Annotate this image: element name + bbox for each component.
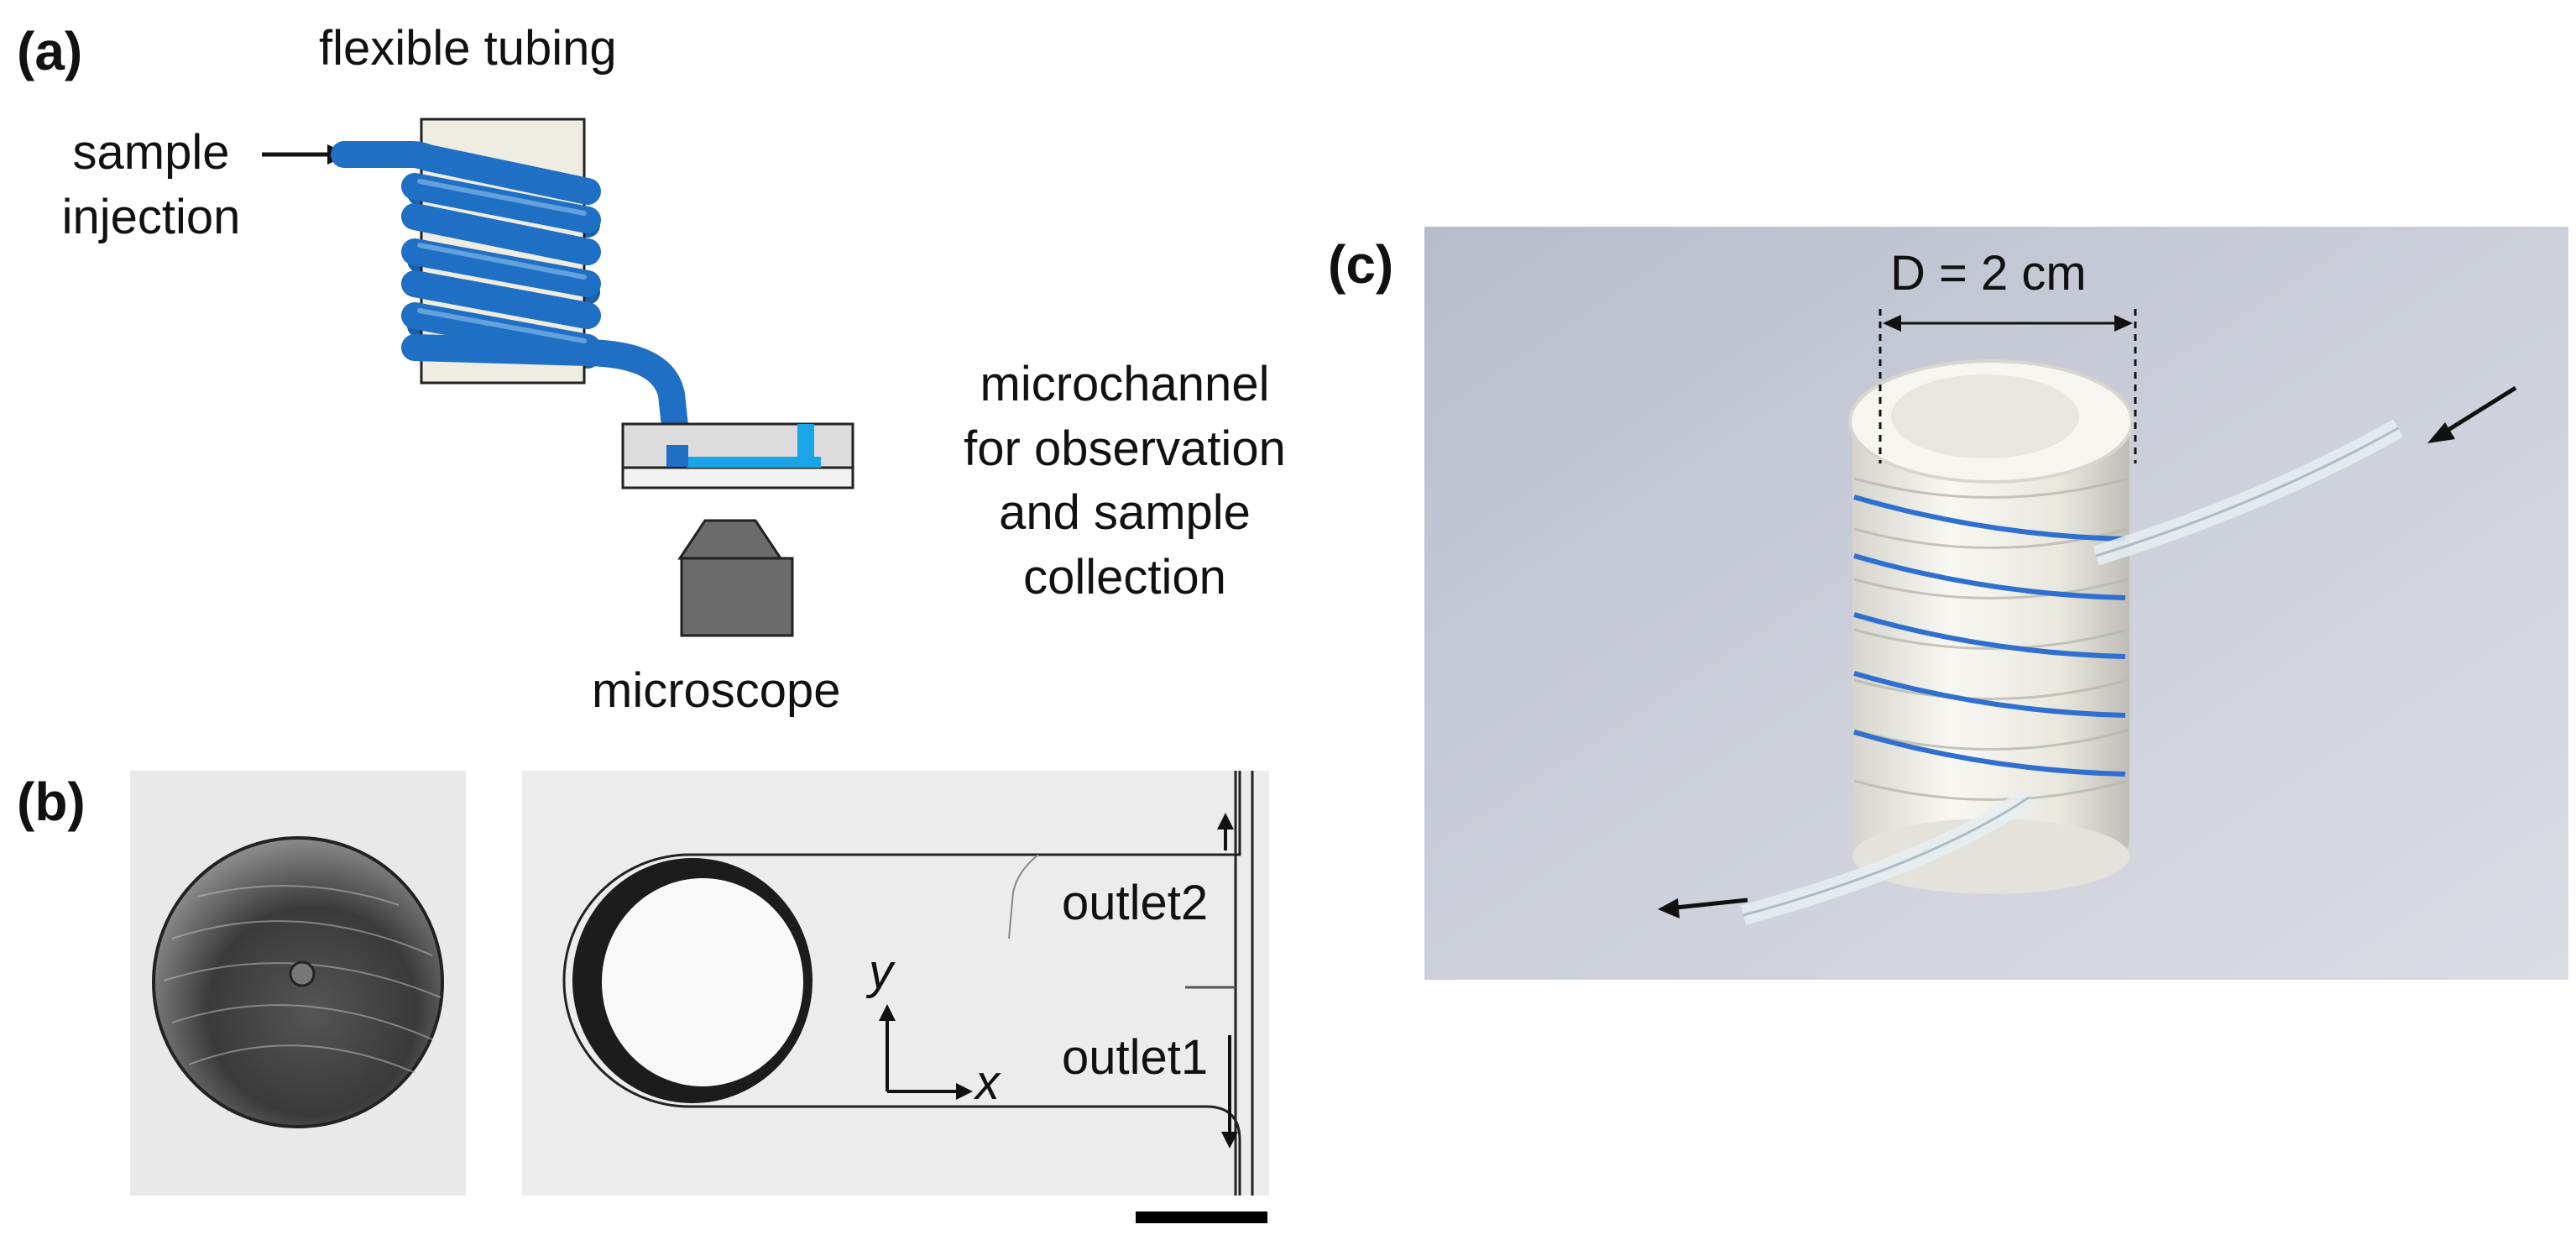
inlet-hole [289, 960, 316, 987]
diameter-dimension [1878, 309, 2137, 463]
microchannel-chip [621, 422, 854, 489]
injection-label-line1: sample [72, 125, 230, 180]
microchannel-label-line1: microchannel [980, 357, 1270, 411]
microscope-objective [677, 519, 794, 637]
outlet1-arrow [1221, 1132, 1238, 1149]
axis-x-label: x [975, 1055, 1000, 1110]
chip-photo-right [522, 771, 1269, 1196]
coil-tubing-windings [1853, 495, 2126, 777]
microchannel-label-line3: and sample [999, 485, 1251, 541]
panel-b-label: (b) [17, 772, 86, 832]
tubing-label: flexible tubing [319, 21, 617, 76]
microchannel-label: microchannel for observation and sample … [890, 353, 1360, 610]
chamber-center [602, 878, 803, 1086]
coil-schematic [262, 118, 854, 637]
outlet2-arrow [1217, 813, 1234, 829]
axis-y-label: y [869, 945, 893, 999]
cylinder-hole [1891, 374, 2079, 458]
axes-indicator [886, 1014, 963, 1093]
inlet-arrow [2427, 422, 2455, 443]
tubing-highlight [417, 179, 587, 343]
channel-outline [562, 771, 1241, 1196]
diameter-label: D = 2 cm [1890, 246, 2087, 301]
tubing-front [331, 141, 692, 471]
microchannel-label-line4: collection [1023, 549, 1226, 604]
injection-label-line2: injection [61, 189, 241, 244]
chip-photo-left [130, 771, 466, 1196]
outlet1-label: outlet1 [1062, 1030, 1209, 1085]
microscope-label: microscope [592, 663, 841, 718]
panel-c-label: (c) [1328, 234, 1394, 295]
injection-label: sample injection [34, 121, 269, 249]
outlet2-label: outlet2 [1062, 876, 1209, 930]
outlet-arrow [1658, 898, 1680, 918]
scale-bar [1136, 1211, 1267, 1223]
coil-photo [1424, 227, 2568, 980]
microchannel-label-line2: for observation [964, 421, 1286, 476]
panel-a-label: (a) [17, 21, 83, 81]
